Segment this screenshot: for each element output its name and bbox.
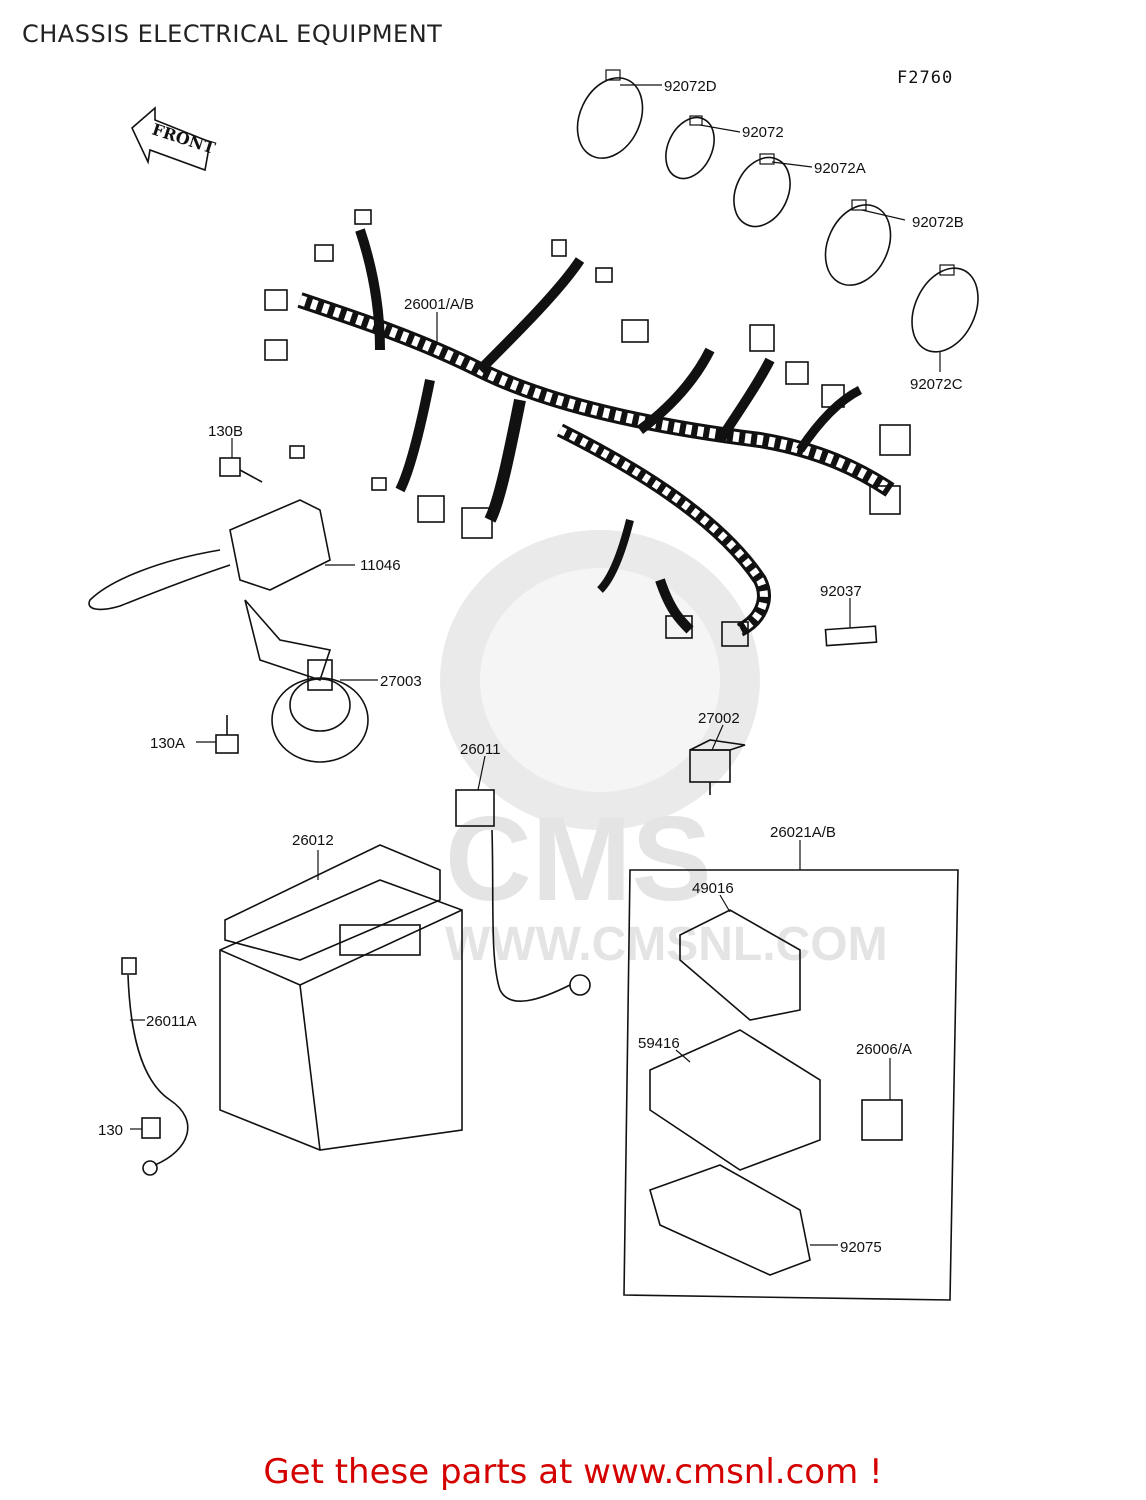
label-92072D: 92072D bbox=[664, 78, 717, 95]
clamp-92072B bbox=[824, 199, 892, 286]
label-92072B: 92072B bbox=[912, 214, 964, 231]
label-49016: 49016 bbox=[692, 880, 734, 897]
label-92072C: 92072C bbox=[910, 376, 963, 393]
label-26006: 26006/A bbox=[856, 1041, 912, 1058]
bracket-11046 bbox=[88, 499, 332, 682]
label-26011A: 26011A bbox=[146, 1013, 197, 1030]
clamp-92072C bbox=[911, 264, 979, 353]
relay-27002 bbox=[689, 739, 746, 795]
label-92072A: 92072A bbox=[814, 160, 866, 177]
bolt-130 bbox=[141, 1117, 161, 1139]
label-26001: 26001/A/B bbox=[404, 296, 474, 313]
leader-lines bbox=[130, 84, 941, 1246]
label-130A: 130A bbox=[150, 735, 185, 752]
label-11046: 11046 bbox=[360, 557, 401, 574]
label-130: 130 bbox=[98, 1122, 123, 1139]
diagram-code: F2760 bbox=[897, 68, 954, 88]
label-27003: 27003 bbox=[380, 673, 422, 690]
cable-26011 bbox=[455, 789, 591, 1002]
label-26011: 26011 bbox=[460, 741, 501, 758]
front-label: FRONT bbox=[150, 120, 218, 158]
watermark-url: WWW.CMSNL.COM bbox=[445, 918, 888, 971]
page-title: CHASSIS ELECTRICAL EQUIPMENT bbox=[22, 20, 443, 48]
front-arrow-icon: FRONT bbox=[131, 106, 218, 172]
label-92072: 92072 bbox=[742, 124, 784, 141]
clamp-92072 bbox=[665, 115, 715, 180]
label-26021: 26021A/B bbox=[770, 824, 836, 841]
clamp-92072A bbox=[733, 153, 791, 228]
battery-26012 bbox=[219, 844, 463, 1151]
wiring-harness bbox=[264, 209, 911, 647]
parts-diagram: CMS WWW.CMSNL.COM FRONT bbox=[88, 69, 979, 1301]
part-labels: 92072D 92072 92072A 92072B 92072C 26001/… bbox=[98, 78, 964, 1256]
fuse-box-26021 bbox=[623, 840, 959, 1301]
label-92037: 92037 bbox=[820, 583, 862, 600]
watermark: CMS WWW.CMSNL.COM bbox=[440, 530, 888, 971]
cable-26011A bbox=[121, 957, 189, 1176]
horn-27003 bbox=[271, 659, 369, 763]
bolt-130A bbox=[215, 715, 239, 754]
label-92075: 92075 bbox=[840, 1239, 882, 1256]
label-27002: 27002 bbox=[698, 710, 740, 727]
watermark-logo: CMS bbox=[445, 792, 712, 926]
label-59416: 59416 bbox=[638, 1035, 680, 1052]
clamp-92072D bbox=[576, 69, 644, 159]
label-26012: 26012 bbox=[292, 832, 334, 849]
terminal-92037 bbox=[824, 625, 878, 647]
label-130B: 130B bbox=[208, 423, 243, 440]
footer-link[interactable]: Get these parts at www.cmsnl.com ! bbox=[263, 1452, 883, 1492]
bolt-130B bbox=[219, 457, 263, 483]
